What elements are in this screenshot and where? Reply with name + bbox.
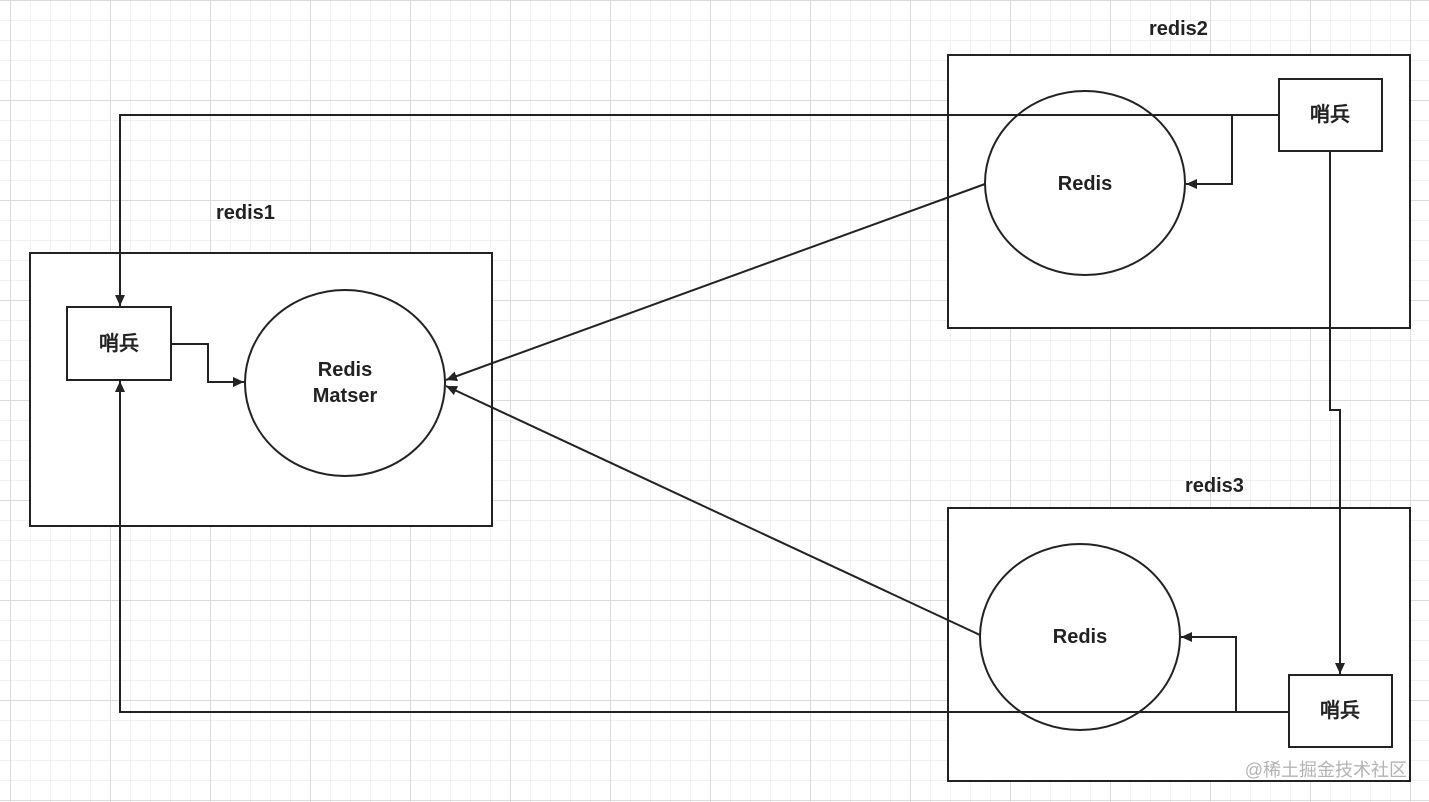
redis1-sentinel-label: 哨兵 xyxy=(99,333,139,355)
redis2-node xyxy=(984,90,1186,276)
sentinel3-to-sentinel1-link xyxy=(115,381,1289,713)
redis2-label: Redis xyxy=(1057,173,1113,195)
redis1-master-label-line2: Matser xyxy=(312,385,378,407)
redis3-sentinel-box xyxy=(1288,674,1393,748)
redis1-master-node xyxy=(244,289,446,477)
redis3-to-master-link xyxy=(445,385,981,636)
watermark: @稀土掘金技术社区 xyxy=(1244,760,1407,780)
sentinel2-to-sentinel3-link xyxy=(1329,151,1345,674)
redis1-master-label: Redis Matser xyxy=(313,357,377,409)
redis3-node xyxy=(979,543,1181,731)
redis3-label: Redis xyxy=(1052,626,1108,648)
sentinel2-to-sentinel1-link xyxy=(115,114,1279,306)
redis2-sentinel-label: 哨兵 xyxy=(1310,104,1350,126)
redis3-sentinel-label: 哨兵 xyxy=(1320,700,1360,722)
sentinel2-to-redis2-link xyxy=(1186,115,1233,189)
redis1-master-label-line1: Redis xyxy=(317,359,373,381)
redis2-to-master-link xyxy=(445,183,986,381)
redis1-title: redis1 xyxy=(216,202,275,224)
sentinel3-to-redis3-link xyxy=(1181,632,1237,712)
redis2-title: redis2 xyxy=(1149,18,1208,40)
redis1-sentinel-box xyxy=(66,306,172,381)
redis3-title: redis3 xyxy=(1185,475,1244,497)
sentinel1-to-master-link xyxy=(171,343,244,387)
